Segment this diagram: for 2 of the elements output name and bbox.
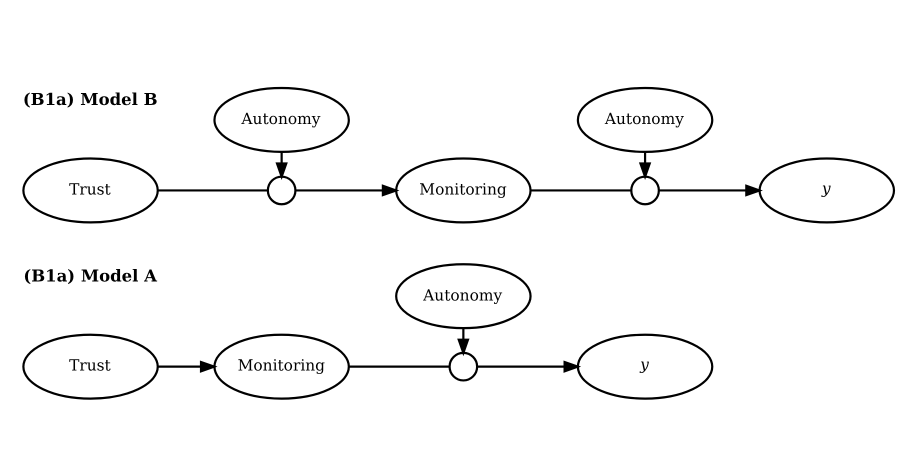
label: (B1a) Model B xyxy=(22,89,158,110)
label: (B1a) Model A xyxy=(22,265,156,286)
